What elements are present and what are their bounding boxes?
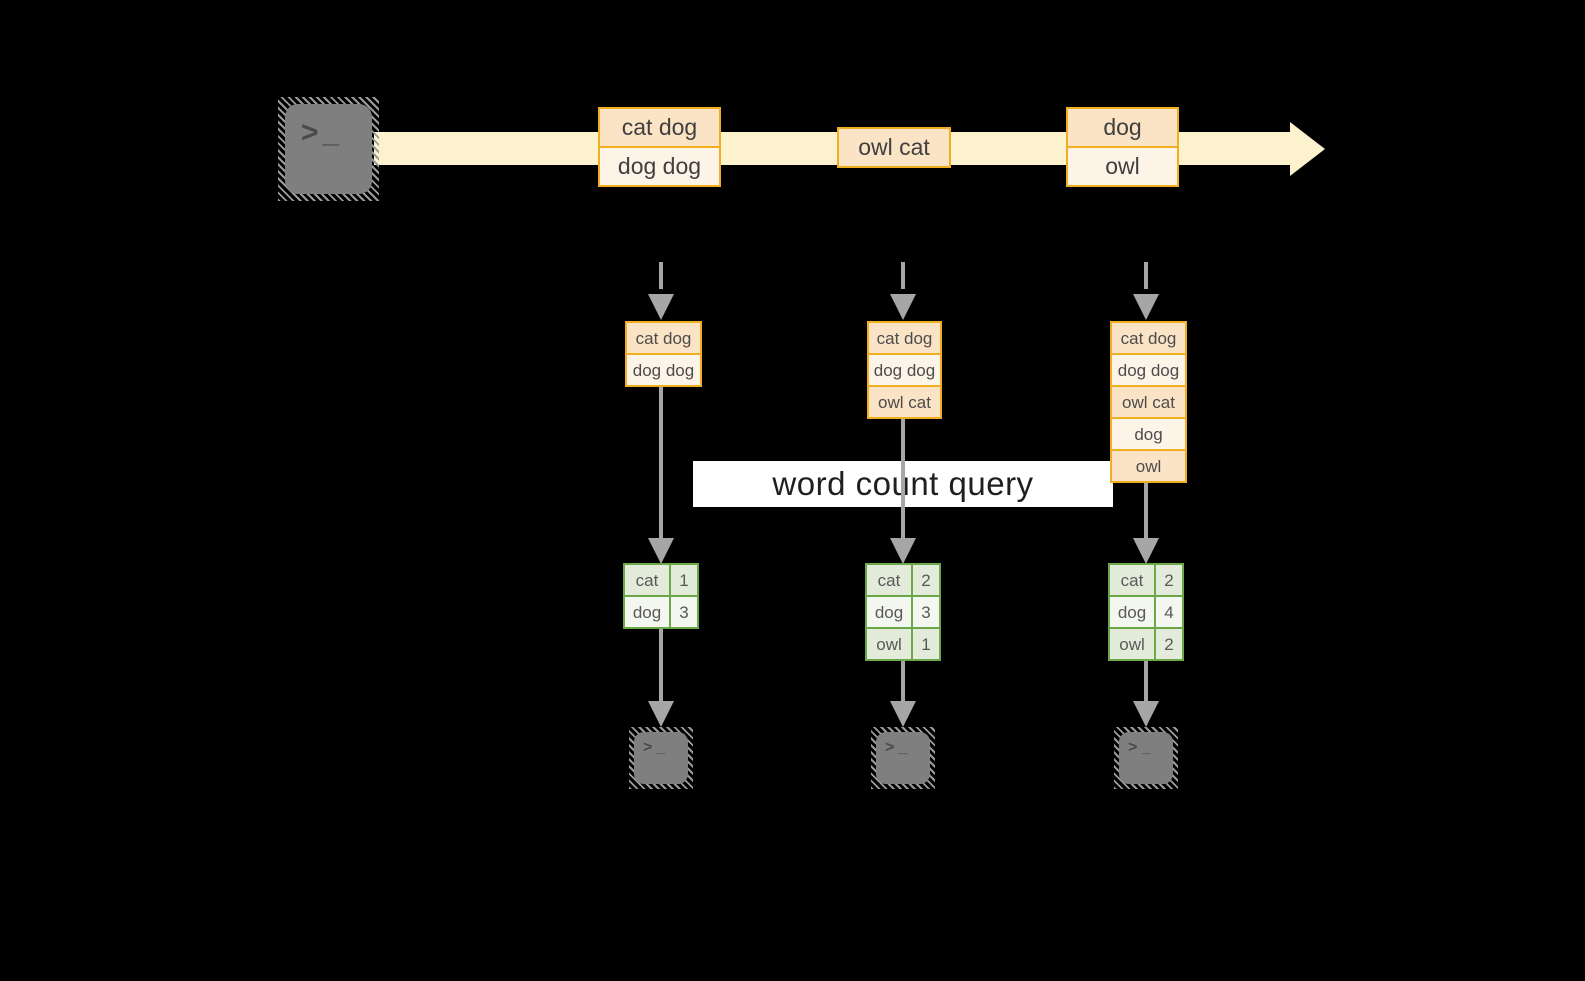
count-value-cell: 4: [1156, 597, 1182, 627]
arrow-head-icon: [648, 701, 674, 727]
connector-line: [1144, 483, 1148, 538]
dashed-arrow-3: [1144, 262, 1148, 289]
stream-event-line: owl: [1068, 148, 1177, 185]
count-value-cell: 3: [913, 597, 939, 627]
state-line: owl cat: [869, 387, 940, 417]
state-line: dog: [1112, 419, 1185, 449]
dashed-arrow-1: [659, 262, 663, 289]
prompt-char: >: [885, 739, 895, 756]
stream-arrow-head-icon: [1290, 122, 1325, 176]
terminal-prompt-glyph: >_: [285, 104, 372, 194]
arrow-head-icon: [648, 294, 674, 320]
count-word-cell: owl: [1110, 629, 1154, 659]
terminal-source-icon: >_: [278, 97, 379, 201]
connector-line: [1144, 661, 1148, 703]
count-word-cell: cat: [625, 565, 669, 595]
terminal-sink-icon-1: >_: [629, 727, 693, 789]
connector-line: [901, 419, 905, 538]
arrow-head-icon: [890, 701, 916, 727]
count-word-cell: owl: [867, 629, 911, 659]
count-value-cell: 2: [1156, 629, 1182, 659]
state-line: owl: [1112, 451, 1185, 481]
state-line: owl cat: [1112, 387, 1185, 417]
stream-event-line: owl cat: [839, 129, 949, 166]
word-count-table-1: cat 1 dog 3: [623, 563, 699, 629]
prompt-char: >: [1128, 739, 1138, 756]
state-line: dog dog: [1112, 355, 1185, 385]
count-value-cell: 2: [1156, 565, 1182, 595]
arrow-head-icon: [648, 538, 674, 564]
count-word-cell: cat: [1110, 565, 1154, 595]
count-value-cell: 1: [913, 629, 939, 659]
state-line: cat dog: [1112, 323, 1185, 353]
connector-line: [659, 629, 663, 703]
word-count-table-3: cat 2 dog 4 owl 2: [1108, 563, 1184, 661]
arrow-head-icon: [1133, 701, 1159, 727]
stream-event-line: cat dog: [600, 109, 719, 146]
cursor-char: _: [898, 739, 907, 756]
terminal-prompt-glyph: >_: [876, 732, 930, 784]
count-value-cell: 2: [913, 565, 939, 595]
cursor-char: _: [656, 739, 665, 756]
cursor-char: _: [322, 116, 340, 149]
stream-event-line: dog dog: [600, 148, 719, 185]
state-line: dog dog: [627, 355, 700, 385]
terminal-sink-icon-2: >_: [871, 727, 935, 789]
count-word-cell: dog: [1110, 597, 1154, 627]
state-line: cat dog: [627, 323, 700, 353]
prompt-char: >: [301, 116, 319, 149]
connector-line: [901, 661, 905, 703]
arrow-head-icon: [1133, 294, 1159, 320]
terminal-prompt-glyph: >_: [634, 732, 688, 784]
word-count-table-2: cat 2 dog 3 owl 1: [865, 563, 941, 661]
arrow-head-icon: [890, 538, 916, 564]
count-value-cell: 3: [671, 597, 697, 627]
terminal-sink-icon-3: >_: [1114, 727, 1178, 789]
state-box-3: cat dog dog dog owl cat dog owl: [1110, 321, 1187, 483]
state-box-2: cat dog dog dog owl cat: [867, 321, 942, 419]
stream-event-batch-3: dog owl: [1066, 107, 1179, 187]
arrow-head-icon: [890, 294, 916, 320]
arrow-head-icon: [1133, 538, 1159, 564]
state-line: cat dog: [869, 323, 940, 353]
state-box-1: cat dog dog dog: [625, 321, 702, 387]
count-word-cell: dog: [867, 597, 911, 627]
count-value-cell: 1: [671, 565, 697, 595]
cursor-char: _: [1141, 739, 1150, 756]
prompt-char: >: [643, 739, 653, 756]
stream-event-batch-1: cat dog dog dog: [598, 107, 721, 187]
stream-event-line: dog: [1068, 109, 1177, 146]
connector-line: [659, 387, 663, 538]
terminal-prompt-glyph: >_: [1119, 732, 1173, 784]
stream-event-batch-2: owl cat: [837, 127, 951, 168]
state-line: dog dog: [869, 355, 940, 385]
count-word-cell: dog: [625, 597, 669, 627]
dashed-arrow-2: [901, 262, 905, 289]
count-word-cell: cat: [867, 565, 911, 595]
